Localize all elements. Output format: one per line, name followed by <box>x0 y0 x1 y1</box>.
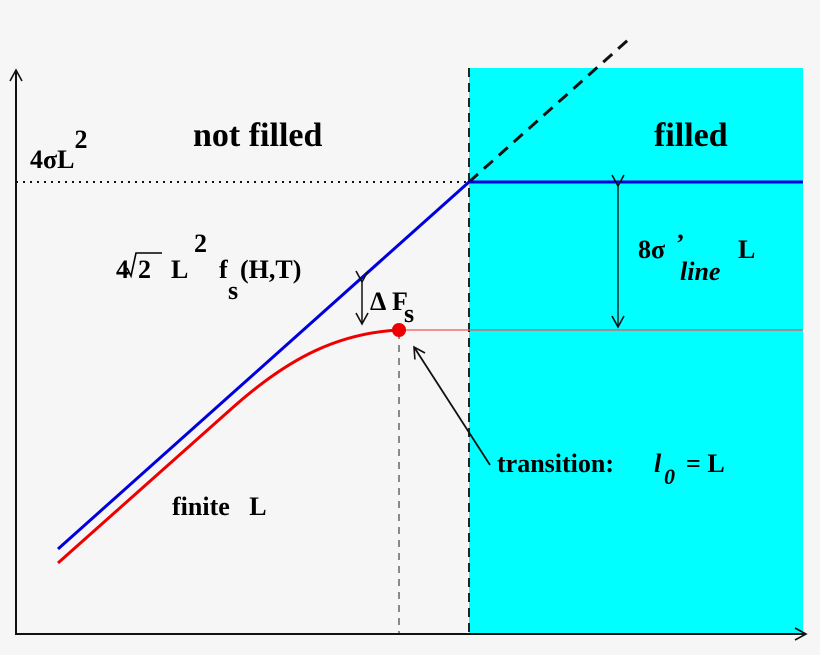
sqrt-icon <box>126 252 162 279</box>
level-label-main: 4σL <box>30 145 74 174</box>
sqrt-arg: 2 <box>138 255 151 284</box>
l-symbol: l <box>654 449 662 478</box>
extrapolation-dashed-line <box>468 38 629 184</box>
infinite-blue-line <box>57 180 803 551</box>
level-label-sup: 2 <box>74 125 87 154</box>
not-filled-label: not filled <box>193 117 322 154</box>
F-symbol: F <box>392 287 408 316</box>
finite-red-curve <box>57 328 400 565</box>
f-sub: s <box>228 276 238 305</box>
delta-f-label: Δ F s <box>370 287 414 328</box>
level-label: 4σL2 <box>30 125 87 174</box>
delta-symbol: Δ <box>370 287 386 316</box>
L-symbol: L <box>171 255 188 284</box>
filled-label: filled <box>654 117 728 154</box>
transition-text: transition: <box>497 449 614 478</box>
transition-point <box>392 323 406 337</box>
gap-sub: line <box>680 257 720 286</box>
gap-prime: ’ <box>676 229 685 258</box>
f-symbol: f <box>219 255 228 284</box>
f-args: (H,T) <box>240 255 301 284</box>
gap-L: L <box>738 235 755 264</box>
eq-L: = L <box>686 449 725 478</box>
transition-arrow <box>413 345 491 466</box>
finite-L-label: finite L <box>172 492 267 521</box>
transition-label: transition: l 0 = L <box>497 449 725 489</box>
gap-label: 8σ ’ line L <box>638 229 755 286</box>
blue-line-label: 4 2 L 2 f s (H,T) <box>116 229 301 305</box>
filled-region <box>469 68 803 635</box>
l-sub: 0 <box>664 464 675 489</box>
gap-coef: 8σ <box>638 235 665 264</box>
L-sup: 2 <box>194 229 207 258</box>
F-sub: s <box>404 299 414 328</box>
coef-4: 4 <box>116 255 129 284</box>
